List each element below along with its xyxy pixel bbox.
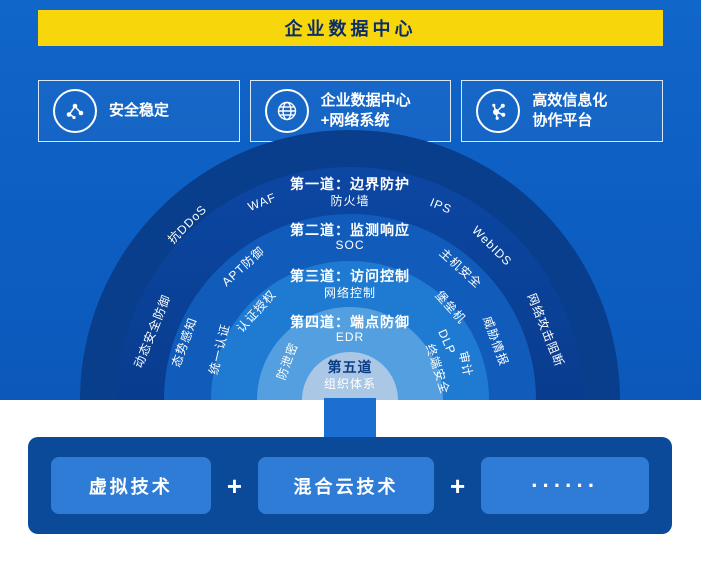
feature-card-collaboration: 高效信息化 协作平台 (461, 80, 664, 142)
ring-4-subtitle: EDR (335, 330, 365, 344)
connector-stem (324, 398, 376, 442)
ring-2-title: 第二道：监测响应 (290, 222, 410, 238)
ring-5-title: 第五道 (327, 359, 373, 375)
ring-1-title: 第一道：边界防护 (290, 176, 410, 192)
hybrid-cloud-button[interactable]: 混合云技术 (258, 457, 434, 514)
ring-2-subtitle: SOC (335, 238, 365, 252)
feature-cards: 安全稳定 企业数据中心 +网络系统 (38, 80, 664, 142)
hero-section: 企业数据中心 安全稳定 (0, 0, 701, 400)
feature-card-label: 安全稳定 (109, 101, 170, 119)
feature-card-stability: 安全稳定 (38, 80, 240, 142)
feature-card-label: 企业数据中心 +网络系统 (320, 91, 411, 129)
ring-4-title: 第四道：端点防御 (290, 314, 410, 330)
ring-3-title: 第三道：访问控制 (290, 268, 410, 284)
network-icon (476, 89, 521, 133)
globe-icon (264, 89, 309, 133)
ring-1-subtitle: 防火墙 (330, 194, 370, 208)
ring-5-subtitle: 组织体系 (323, 377, 377, 391)
virtual-tech-button[interactable]: 虚拟技术 (50, 457, 211, 514)
feature-card-label: 高效信息化 协作平台 (532, 91, 608, 129)
more-tech-button[interactable]: ······ (481, 457, 650, 514)
plus-separator: + (226, 470, 242, 501)
page-title: 企业数据中心 (38, 10, 663, 46)
molecule-icon (53, 89, 97, 133)
ring-3-subtitle: 网络控制 (323, 286, 377, 300)
technology-panel: 虚拟技术 + 混合云技术 + ······ (28, 437, 672, 534)
plus-separator: + (450, 470, 466, 501)
